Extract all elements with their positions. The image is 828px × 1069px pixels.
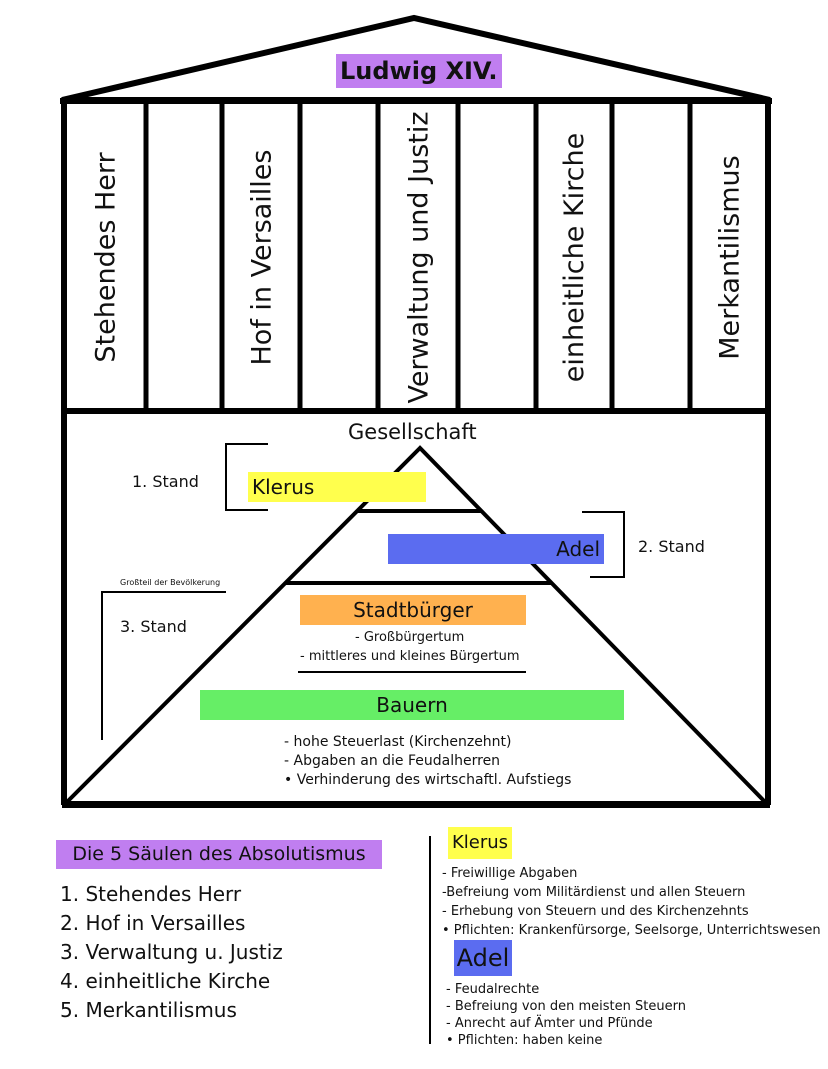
list-item: - Erhebung von Steuern und des Kirchenze… <box>442 904 749 919</box>
pillar-5: Merkantilismus <box>692 104 768 410</box>
list-item: 1. Stehendes Herr <box>60 882 242 906</box>
pillar-3: Verwaltung und Justiz <box>380 104 458 410</box>
adel-info-title: Adel <box>454 940 512 976</box>
stadtbuerger-item: - mittleres und kleines Bürgertum <box>300 649 520 664</box>
list-item: 5. Merkantilismus <box>60 998 237 1022</box>
list-item: • Pflichten: haben keine <box>446 1033 603 1048</box>
pillar-4: einheitliche Kirche <box>538 104 612 410</box>
pillar-label: einheitliche Kirche <box>559 132 591 382</box>
adel-bar: Adel <box>388 534 604 564</box>
klerus-bar: Klerus <box>248 472 426 502</box>
bracket-stand3 <box>101 591 226 740</box>
list-item: -Befreiung vom Militärdienst und allen S… <box>442 885 746 900</box>
bauern-item: - Abgaben an die Feudalherren <box>284 753 501 769</box>
adel-info-list: - Feudalrechte - Befreiung von den meist… <box>446 981 686 1049</box>
ruler-title: Ludwig XIV. <box>336 54 502 88</box>
list-item: 4. einheitliche Kirche <box>60 969 271 993</box>
stand3-note: Großteil der Bevölkerung <box>120 578 221 587</box>
bracket-stand1 <box>225 443 268 511</box>
bracket-stand2 <box>582 511 625 578</box>
society-title: Gesellschaft <box>348 420 477 444</box>
pillar-label: Hof in Versailles <box>246 149 278 365</box>
list-item: - Anrecht auf Ämter und Pfünde <box>446 1016 653 1031</box>
stadtbuerger-bar: Stadtbürger <box>300 595 526 625</box>
saeulen-title: Die 5 Säulen des Absolutismus <box>56 840 382 869</box>
list-item: - Feudalrechte <box>446 982 540 997</box>
pillar-1: Stehendes Herr <box>67 104 145 410</box>
stand2-label: 2. Stand <box>638 537 705 556</box>
pillar-label: Stehendes Herr <box>90 151 122 363</box>
pillar-2: Hof in Versailles <box>224 104 300 410</box>
stadtbuerger-item: - Großbürgertum <box>355 630 465 645</box>
bauern-bar: Bauern <box>200 690 624 720</box>
bauern-item: - hohe Steuerlast (Kirchenzehnt) <box>284 734 512 750</box>
stand1-label: 1. Stand <box>132 472 199 491</box>
stand3-label: 3. Stand <box>120 617 187 636</box>
saeulen-list: 1. Stehendes Herr 2. Hof in Versailles 3… <box>60 880 283 1025</box>
list-item: - Freiwillige Abgaben <box>442 866 578 881</box>
klerus-info-title: Klerus <box>448 827 512 859</box>
pillar-label: Verwaltung und Justiz <box>403 110 435 404</box>
klerus-info-list: - Freiwillige Abgaben -Befreiung vom Mil… <box>442 864 821 940</box>
list-item: 3. Verwaltung u. Justiz <box>60 940 283 964</box>
society-pyramid <box>61 445 771 805</box>
pillar-label: Merkantilismus <box>714 154 746 360</box>
bauern-item: • Verhinderung des wirtschaftl. Aufstieg… <box>284 772 572 788</box>
list-item: - Befreiung von den meisten Steuern <box>446 999 686 1014</box>
list-item: • Pflichten: Krankenfürsorge, Seelsorge,… <box>442 923 821 938</box>
list-item: 2. Hof in Versailles <box>60 911 246 935</box>
